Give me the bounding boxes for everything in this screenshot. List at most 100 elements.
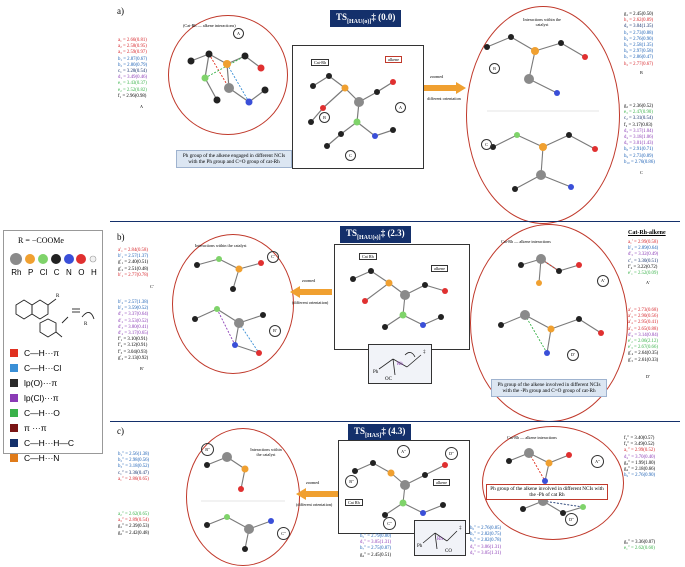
panel-c-central-box: Cat Rh alkene A″ D″ B″ C″ bbox=[338, 440, 470, 534]
svg-text:‡: ‡ bbox=[423, 350, 426, 355]
legend-item: C—H···Cl bbox=[6, 360, 100, 375]
atom-label-h: H bbox=[90, 268, 97, 277]
svg-text:R: R bbox=[84, 322, 88, 327]
panel-a-tag: a) bbox=[117, 6, 124, 16]
panel-b-right-caption-2: D′ bbox=[646, 374, 650, 379]
panel-c-arrow-bottom: (different orientation) bbox=[296, 502, 333, 507]
svg-text:OC: OC bbox=[385, 377, 393, 382]
region-a-double-prime-marker: A″ bbox=[397, 445, 410, 458]
panel-b-right-circle: Cat-Rh — alkene interactions A′ D′ Ph gr… bbox=[470, 224, 628, 422]
panel-b-right-caption-1: A′ bbox=[646, 280, 650, 285]
panel-b-right-col-title: Cat-Rh-alkene bbox=[628, 230, 666, 236]
panel-c-right-list-1: f₁″ = 3.40(0.57) f₂″ = 3.49(0.52) a₁″ = … bbox=[624, 436, 656, 479]
region-d-prime-label: D′ bbox=[567, 349, 579, 361]
panel-b-tag: b) bbox=[117, 232, 125, 242]
atom-label-rh: Rh bbox=[11, 268, 22, 277]
panel-c-left-circle: Interactions within the catalyst B″ C″ bbox=[186, 428, 300, 566]
panel-c-mid-list-1: b₅″ = 2.79(0.80) d₁″ = 3.05(1.31) b₇″ = … bbox=[360, 534, 392, 558]
region-a-label: A bbox=[233, 28, 244, 39]
alkene-molecule-c bbox=[506, 448, 586, 516]
panel-a-alkene-label: alkene bbox=[385, 56, 402, 63]
panel-b-central-box: Cat Rh alkene bbox=[334, 244, 470, 350]
alkene-molecule-b bbox=[498, 254, 604, 356]
catalyst-molecule-c bbox=[201, 452, 285, 552]
transition-state-molecule bbox=[308, 73, 396, 149]
panel-a-left-list: a₁ = 2.66(0.81) a₂ = 2.58(0.95) a₃ = 2.5… bbox=[118, 38, 148, 99]
region-d-double-prime-circle: D″ bbox=[565, 513, 578, 526]
panel-a-arrow-bottom: different orientation bbox=[427, 96, 461, 101]
panel-a-right-header: Interactions within the catalyst bbox=[523, 17, 561, 27]
separator-ab bbox=[110, 221, 680, 222]
legend-item: π ···π bbox=[6, 420, 100, 435]
legend-item: C—H···O bbox=[6, 405, 100, 420]
panel-a-right-caption-2: C bbox=[640, 170, 643, 175]
panel-c-title: TS[HAS]‡ (4.3) bbox=[348, 424, 412, 441]
panel-a-right-list-2: g₂ = 2.36(0.52) e₃ = 2.47(0.90) c₂ = 3.3… bbox=[624, 104, 655, 165]
panel-a-left-caption: A bbox=[140, 104, 144, 109]
region-b-double-prime-label: B″ bbox=[201, 443, 214, 456]
panel-c-left-list-2: a₂″ = 2.62(0.65) a₃″ = 2.89(0.54) g₁″ = … bbox=[118, 512, 150, 536]
legend-panel: R = −COOMe Rh P Cl C N O H bbox=[3, 230, 103, 463]
region-c-prime-label: C′ bbox=[267, 251, 279, 263]
panel-b-cat-label: Cat Rh bbox=[359, 253, 377, 260]
ligand-structure-drawing: R R bbox=[15, 294, 95, 338]
molecule-render bbox=[187, 50, 269, 106]
region-c-circle-label: C bbox=[481, 139, 492, 150]
panel-b-right-list-1: a₁′ = 2.99(0.58) b′₂ = 2.89(0.64) d′₅ = … bbox=[628, 240, 659, 277]
rh-complex-sketch: Ph Rh OC ‡ bbox=[373, 350, 426, 382]
panel-c-right-list-2: g₅″ = 3.36(0.07) e₁″ = 2.62(0.60) bbox=[624, 540, 656, 552]
atom-labels: Rh P Cl C N O H bbox=[8, 268, 100, 277]
panel-b-arrow-bottom: (different orientation) bbox=[292, 300, 329, 305]
svg-text:Rh: Rh bbox=[437, 537, 443, 542]
panel-b-right-header: Cat-Rh — alkene interactions bbox=[501, 239, 551, 244]
transition-state-molecule-c bbox=[352, 460, 448, 518]
catalyst-molecule-b bbox=[192, 256, 266, 356]
legend-item: C—H···π bbox=[6, 345, 100, 360]
region-b-circle-label: B bbox=[489, 63, 500, 74]
region-c-double-prime-marker: C″ bbox=[383, 517, 396, 530]
panel-b-left-circle: Interactions within the catalyst C′ B′ bbox=[172, 234, 294, 374]
panel-b-left-list-1: a′₁ = 2.84(0.58) b′₁ = 2.57(1.37) g′₁ = … bbox=[118, 248, 149, 278]
panel-a-zoom-arrow bbox=[424, 82, 466, 94]
nci-legend-list: C—H···π C—H···Cl lp(O)···π lp(Cl)···π C—… bbox=[6, 345, 100, 465]
separator-bc bbox=[110, 421, 680, 422]
panel-b-left-list-2: b′₂ = 2.57(1.38) b′₃ = 3.59(0.52) d′₁ = … bbox=[118, 300, 149, 361]
region-c-double-prime-label: C″ bbox=[277, 527, 290, 540]
panel-c-left-list-1: b₁″ = 2.56(1.38) b₂″ = 2.98(0.56) b₃″ = … bbox=[118, 452, 150, 482]
svg-text:Ph: Ph bbox=[373, 370, 379, 375]
atom-label-o: O bbox=[78, 268, 85, 277]
panel-c-zoom-arrow bbox=[296, 488, 338, 500]
legend-item: lp(Cl)···π bbox=[6, 390, 100, 405]
panel-a-arrow-top: zoomed bbox=[430, 74, 444, 79]
panel-b-left-caption-2: B′ bbox=[140, 366, 144, 371]
panel-b-title: TS[HAU(s)]‡ (2.3) bbox=[340, 226, 411, 243]
atom-label-n: N bbox=[66, 268, 72, 277]
panel-a-right-caption-1: B bbox=[640, 70, 643, 75]
panel-c-note: Ph group of the alkene involved in diffe… bbox=[486, 484, 608, 501]
atom-balls bbox=[10, 253, 97, 265]
svg-text:Ph: Ph bbox=[417, 544, 423, 549]
panel-c-arrow-top: zoomed bbox=[306, 480, 320, 485]
panel-a-title: TS[HAU(o)]‡ (0.0) bbox=[330, 10, 402, 27]
region-a-prime-label: A′ bbox=[597, 275, 609, 287]
region-d-double-prime-marker: D″ bbox=[445, 447, 458, 460]
panel-b-alkene-label: alkene bbox=[431, 265, 448, 272]
transition-state-molecule-b bbox=[350, 268, 448, 330]
region-b-double-prime-marker: B″ bbox=[345, 475, 358, 488]
svg-text:‡: ‡ bbox=[459, 526, 462, 531]
svg-text:Rh: Rh bbox=[397, 362, 403, 367]
panel-b-inset-structure: Ph Rh OC ‡ bbox=[368, 344, 432, 384]
panel-b-left-header: Interactions within the catalyst bbox=[195, 243, 247, 248]
region-b-prime-label: B′ bbox=[269, 325, 281, 337]
panel-a-right-circle: Interactions within the catalyst B C bbox=[466, 6, 620, 224]
panel-b-note: Ph group of the alkene involved in diffe… bbox=[491, 379, 607, 398]
legend-formula: R = −COOMe bbox=[18, 236, 64, 245]
panel-a-note: Ph group of the alkene engaged in differ… bbox=[176, 150, 292, 169]
panel-b-zoom-arrow bbox=[290, 286, 332, 298]
svg-text:R: R bbox=[56, 294, 60, 299]
panel-a-central-box: Cat-Rh alkene A B C bbox=[292, 45, 424, 169]
atom-label-c: C bbox=[53, 268, 60, 277]
region-a-marker: A bbox=[395, 102, 406, 113]
legend-item: C—H···N bbox=[6, 450, 100, 465]
panel-a-cat-label: Cat-Rh bbox=[311, 59, 330, 66]
